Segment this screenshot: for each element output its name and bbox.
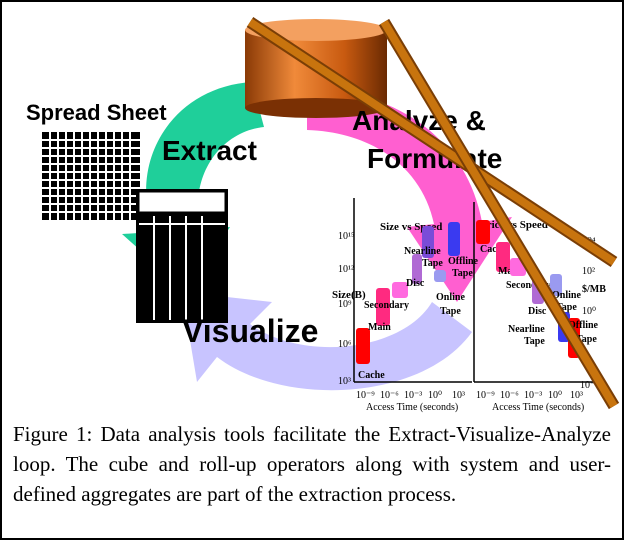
- secondary-label: Secondary: [364, 300, 409, 311]
- y-tick: 10²: [582, 266, 595, 277]
- extract-label: Extract: [162, 135, 257, 166]
- size-vs-speed-chart: Size vs Speed Size(B) Access Time (secon…: [332, 198, 479, 413]
- y-axis-label: $/MB: [582, 284, 606, 295]
- online-label: Online: [436, 292, 465, 303]
- x-axis-label: Access Time (seconds): [366, 402, 458, 413]
- y-tick: 10⁻⁴: [580, 380, 599, 391]
- main-label: Main: [368, 322, 391, 333]
- secondary-bar: [392, 282, 408, 298]
- spreadsheet-grid-icon: [42, 132, 140, 220]
- online-bar: [550, 274, 562, 296]
- offline-label: Offline: [568, 320, 599, 331]
- disc-label: Disc: [528, 306, 547, 317]
- x-tick: 10³: [452, 390, 465, 401]
- x-tick: 10⁰: [428, 390, 442, 401]
- x-tick: 10⁻³: [404, 390, 422, 401]
- x-tick: 10⁻⁶: [380, 390, 399, 401]
- main-bar: [496, 242, 510, 272]
- cache-bar: [476, 220, 490, 244]
- y-tick: 10³: [338, 376, 351, 387]
- offline-label: Offline: [448, 256, 479, 267]
- offline-label-2: Tape: [576, 334, 597, 345]
- nearline-label-2: Tape: [524, 336, 545, 347]
- y-tick: 10⁰: [582, 306, 596, 317]
- nearline-label-2: Tape: [422, 258, 443, 269]
- visualize-arc: [182, 292, 472, 391]
- x-axis-label: Access Time (seconds): [492, 402, 584, 413]
- main-bar: [376, 288, 390, 326]
- nearline-bar: [422, 226, 434, 258]
- x-tick: 10⁻⁹: [356, 390, 375, 401]
- online-label: Online: [552, 290, 581, 301]
- offline-label-2: Tape: [452, 268, 473, 279]
- y-tick: 10⁹: [338, 299, 352, 310]
- y-axis-label: Size(B): [332, 289, 366, 301]
- figure-caption: Figure 1: Data analysis tools facilitate…: [13, 422, 611, 506]
- online-bar: [434, 270, 446, 282]
- visualize-label: Visualize: [182, 313, 318, 349]
- main-label: Main: [498, 266, 521, 277]
- secondary-label: Secondary: [506, 280, 551, 291]
- nearline-label: Nearline: [508, 324, 545, 335]
- online-label-2: Tape: [556, 302, 577, 313]
- analyze-arc: [307, 87, 512, 302]
- disc-bar: [412, 254, 422, 284]
- cache-label: Cache: [358, 370, 385, 381]
- y-tick: 10⁶: [338, 339, 352, 350]
- table-icon: [136, 189, 228, 323]
- x-tick: 10⁻³: [524, 390, 542, 401]
- x-tick: 10³: [570, 390, 583, 401]
- rollup-rods: [246, 16, 620, 410]
- offline-bar: [448, 222, 460, 256]
- cache-label: Cache: [480, 244, 507, 255]
- spreadsheet-label: Spread Sheet: [26, 100, 167, 125]
- x-tick: 10⁻⁹: [476, 390, 495, 401]
- disc-label: Disc: [406, 278, 425, 289]
- nearline-label: Nearline: [404, 246, 441, 257]
- y-tick: 10¹²: [338, 264, 354, 275]
- figure-illustration: Spread Sheet Extract Analyze & Formulate…: [26, 16, 620, 413]
- x-tick: 10⁰: [548, 390, 562, 401]
- cache-bar: [356, 328, 370, 364]
- y-tick: 10¹⁵: [338, 231, 354, 242]
- online-label-2: Tape: [440, 306, 461, 317]
- x-tick: 10⁻⁶: [500, 390, 519, 401]
